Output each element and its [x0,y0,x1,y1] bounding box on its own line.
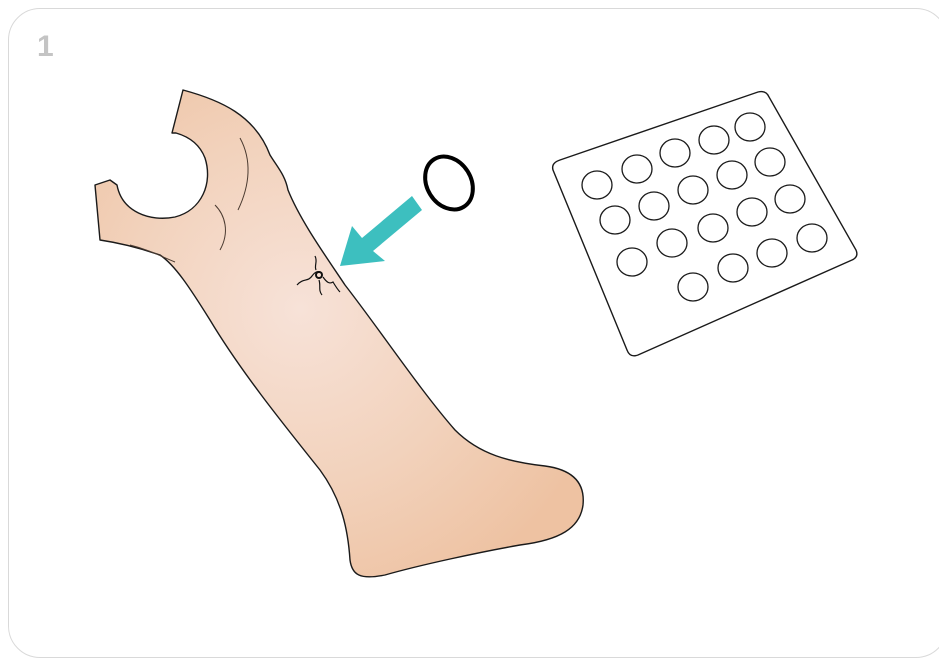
sticker-dot [735,113,765,141]
leg-skin-body [95,90,583,577]
sticker-dot [600,206,630,234]
sticker-dot [718,254,748,282]
sticker-dot [582,171,612,199]
sticker-dot [622,155,652,183]
sticker-dot [678,176,708,204]
sticker-dot [698,214,728,242]
sticker-dot [737,198,767,226]
sticker-dot [639,192,669,220]
sticker-dot [775,185,805,213]
insert-arrow [340,196,422,266]
sticker-dot [678,273,708,301]
sticker-dot [717,161,747,189]
sticker-dot [617,248,647,276]
sticker-dot [757,239,787,267]
sticker-dot [755,148,785,176]
o-ring [416,148,483,219]
sticker-dot [660,139,690,167]
sticker-dot [797,224,827,252]
illustration [0,0,939,636]
leg-skin [95,90,583,577]
sticker-dot [657,229,687,257]
sticker-sheet [553,92,857,356]
sticker-dot [699,126,729,154]
